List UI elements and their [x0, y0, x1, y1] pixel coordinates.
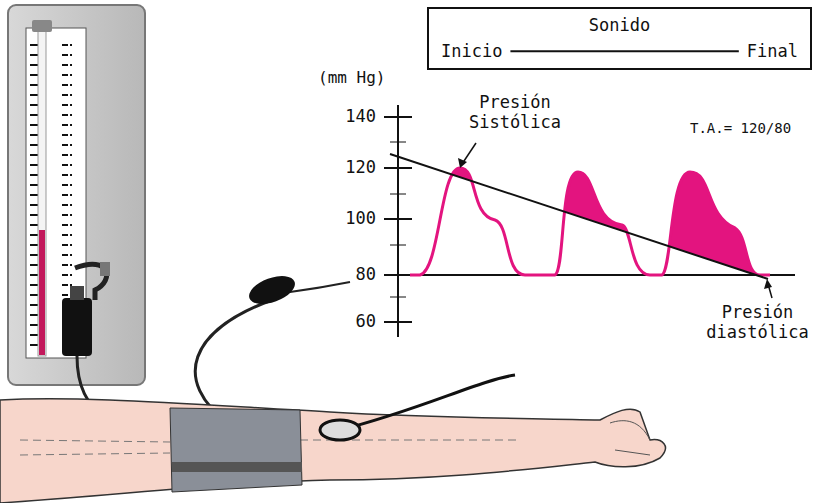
- systolic-label: Presión Sistólica: [455, 92, 575, 133]
- axis-unit: (mm Hg): [318, 68, 398, 87]
- bp-value: T.A.= 120/80: [690, 120, 820, 137]
- stethoscope: [320, 420, 360, 440]
- sound-label: Sonido: [429, 15, 810, 35]
- tick-label: 60: [330, 311, 376, 331]
- arm: [0, 399, 665, 503]
- tick-label: 100: [330, 208, 376, 228]
- tick-label: 80: [330, 264, 376, 284]
- cuff: [170, 408, 302, 492]
- diastolic-label: Presión diastólica: [695, 302, 820, 343]
- legend-box: SonidoInicio Final: [427, 7, 812, 70]
- end-label: Final: [747, 41, 798, 61]
- tick-label: 140: [330, 106, 376, 126]
- tick-label: 120: [330, 157, 376, 177]
- start-label: Inicio: [441, 41, 502, 61]
- bulb: [245, 271, 298, 310]
- sphygmomanometer: [8, 5, 145, 385]
